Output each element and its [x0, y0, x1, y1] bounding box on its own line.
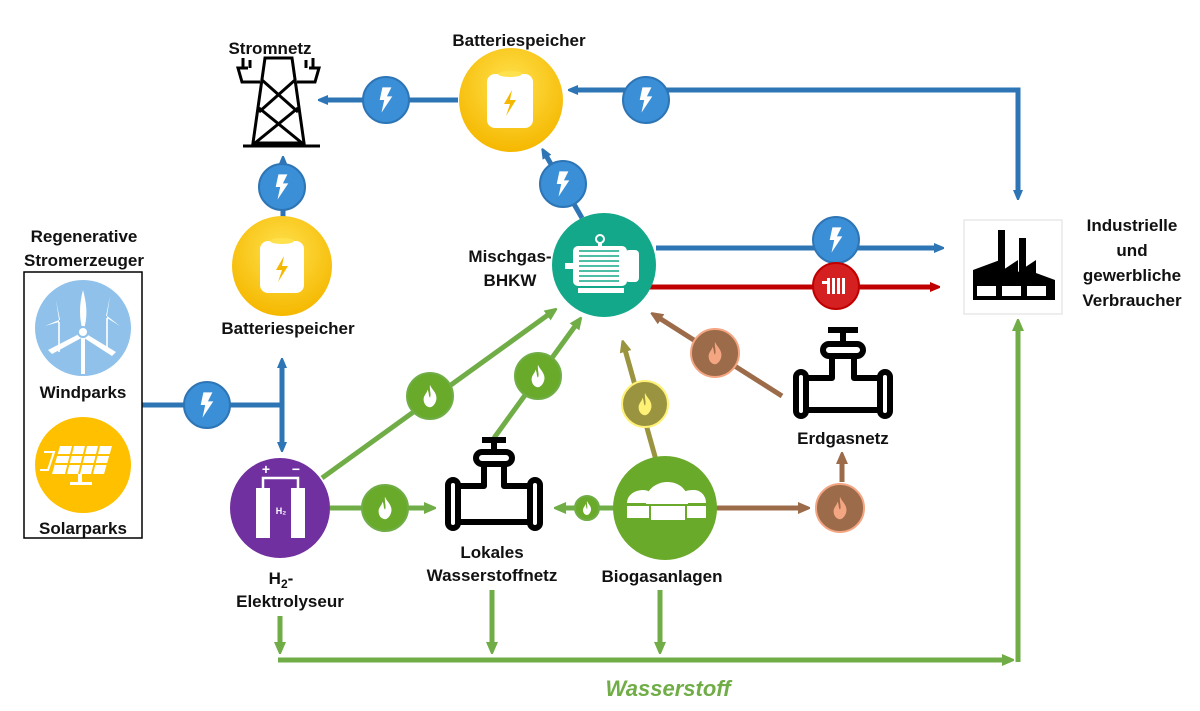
- hydrogen-bus-label: Wasserstoff: [605, 676, 733, 701]
- consumers-label-line4: Verbraucher: [1082, 291, 1182, 310]
- plus-symbol: +: [262, 461, 270, 477]
- gas-grid-label: Erdgasnetz: [797, 429, 889, 448]
- node-battery-left: Batteriespeicher: [221, 216, 355, 338]
- electric-badge: [258, 163, 306, 211]
- electrolyser-icon: + − H₂: [256, 461, 305, 538]
- battery-icon: [487, 71, 533, 128]
- chp-label-line2: BHKW: [484, 271, 538, 290]
- consumers-label-line3: gewerbliche: [1083, 266, 1181, 285]
- pipe-valve-icon: [793, 327, 893, 419]
- windparks-label: Windparks: [40, 383, 127, 402]
- consumers-label-line1: Industrielle: [1087, 216, 1178, 235]
- battery-left-label: Batteriespeicher: [221, 319, 355, 338]
- electric-badge: [183, 381, 231, 429]
- solar-panel-icon: [40, 445, 112, 485]
- minus-symbol: −: [292, 461, 300, 477]
- hydrogen-badge: [361, 484, 409, 532]
- node-renewables: Regenerative Stromerzeuger Windparks: [23, 227, 144, 539]
- wind-park: Windparks: [35, 280, 131, 402]
- natural-gas-badge: [815, 483, 865, 533]
- node-electrolyser: + − H₂ H2- Elektrolyseur: [230, 458, 344, 611]
- pipe-valve-icon: [445, 437, 543, 531]
- electric-badge: [812, 216, 860, 264]
- renewables-box: [23, 271, 143, 539]
- natural-gas-badge: [690, 328, 740, 378]
- node-h2-network: Lokales Wasserstoffnetz: [427, 437, 558, 585]
- hydrogen-badge-small: [574, 495, 600, 521]
- grid-label: Stromnetz: [228, 39, 311, 58]
- hydrogen-badge: [406, 372, 454, 420]
- hydrogen-badge: [514, 352, 562, 400]
- battery-icon: [260, 238, 304, 293]
- node-grid: Stromnetz: [228, 39, 321, 148]
- node-chp: Mischgas- BHKW: [468, 213, 656, 317]
- node-battery-top: Batteriespeicher: [452, 31, 586, 152]
- electrolyser-label-line2: Elektrolyseur: [236, 592, 344, 611]
- biogas-label: Biogasanlagen: [602, 567, 723, 586]
- solarparks-label: Solarparks: [39, 519, 127, 538]
- node-biogas: Biogasanlagen: [602, 456, 723, 586]
- motor-generator-icon: [565, 234, 639, 293]
- battery-top-label: Batteriespeicher: [452, 31, 586, 50]
- h2-icon-text: H₂: [276, 506, 287, 516]
- electric-badge: [539, 160, 587, 208]
- biogas-dome-icon: [627, 482, 706, 520]
- heat-badge: [812, 262, 860, 310]
- chp-label-line1: Mischgas-: [468, 247, 551, 266]
- electric-badge: [362, 76, 410, 124]
- wind-turbine-icon: [45, 290, 120, 374]
- h2-network-label-line2: Wasserstoffnetz: [427, 566, 558, 585]
- biogas-badge: [621, 380, 669, 428]
- power-pylon-icon: [236, 56, 321, 148]
- renewables-title-line1: Regenerative: [31, 227, 138, 246]
- radiator-icon: [822, 278, 845, 294]
- solar-park: Solarparks: [35, 417, 131, 538]
- consumers-label-line2: und: [1116, 241, 1147, 260]
- node-consumers: Industrielle und gewerbliche Verbraucher: [963, 216, 1182, 315]
- node-gas-grid: Erdgasnetz: [793, 327, 893, 448]
- electric-badge: [622, 76, 670, 124]
- h2-network-label-line1: Lokales: [460, 543, 523, 562]
- electrolyser-label-line1: H2-: [269, 569, 294, 591]
- renewables-title-line2: Stromerzeuger: [24, 251, 144, 270]
